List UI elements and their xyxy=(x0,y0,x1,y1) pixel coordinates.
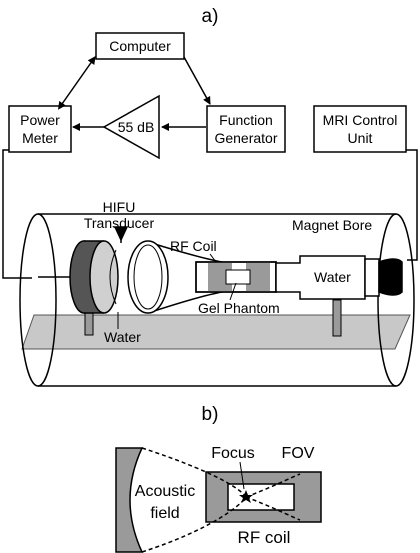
rf-coil-assembly xyxy=(195,261,277,293)
power-meter-label-1: Power xyxy=(20,112,60,128)
computer-block: Computer xyxy=(95,32,185,60)
powermeter-cable xyxy=(2,149,32,279)
computer-powermeter-arrow xyxy=(57,56,96,110)
computer-label: Computer xyxy=(109,38,171,54)
focus-pointer xyxy=(239,461,245,490)
transducer-mount xyxy=(113,226,129,242)
patient-table xyxy=(21,314,411,350)
power-meter-label-2: Meter xyxy=(22,130,58,146)
gel-window xyxy=(225,269,251,285)
mri-control-label-2: Unit xyxy=(348,130,373,146)
water-cone xyxy=(127,240,223,314)
hifu-transducer xyxy=(38,226,129,314)
amplifier-block: 55 dB xyxy=(102,94,160,160)
mri-control-unit-block: MRI Control Unit xyxy=(313,105,407,153)
acoustic-field-label-1: Acoustic xyxy=(135,483,195,500)
bore-back-opening xyxy=(377,213,415,387)
mri-control-label-1: MRI Control xyxy=(323,112,398,128)
water-bath-label: Water xyxy=(104,329,141,345)
hifu-label-2: Transducer xyxy=(84,215,155,231)
amplifier-gain-label: 55 dB xyxy=(118,119,155,135)
focus-label: Focus xyxy=(211,445,255,462)
fov-label: FOV xyxy=(282,445,315,462)
focus-diagram xyxy=(115,447,322,553)
panel-a-label: a) xyxy=(202,6,219,27)
water-syringe xyxy=(275,255,403,300)
function-generator-label-1: Function xyxy=(219,112,273,128)
acoustic-field-label-2: field xyxy=(150,505,179,522)
hifu-label-1: HIFU xyxy=(103,199,136,215)
magnet-bore-label: Magnet Bore xyxy=(292,217,372,233)
focus-star-icon xyxy=(239,490,253,503)
gel-phantom-label: Gel Phantom xyxy=(198,300,280,316)
mri-control-cable xyxy=(406,149,418,261)
syringe-water-label: Water xyxy=(314,269,351,285)
beam-edge-top xyxy=(141,447,247,498)
panel-b-label: b) xyxy=(202,404,219,425)
function-generator-label-2: Generator xyxy=(214,130,277,146)
power-meter-block: Power Meter xyxy=(8,105,72,153)
bore-front-opening xyxy=(19,213,57,387)
rf-coil-b-label: RF coil xyxy=(238,528,291,547)
rf-coil-label: RF Coil xyxy=(170,238,217,254)
transducer-cross-section xyxy=(115,447,144,553)
fov-rect xyxy=(227,483,295,511)
computer-funcgen-arrow xyxy=(183,56,211,105)
table-support-right xyxy=(332,299,342,337)
magnet-bore xyxy=(19,213,415,387)
function-generator-block: Function Generator xyxy=(206,105,286,153)
